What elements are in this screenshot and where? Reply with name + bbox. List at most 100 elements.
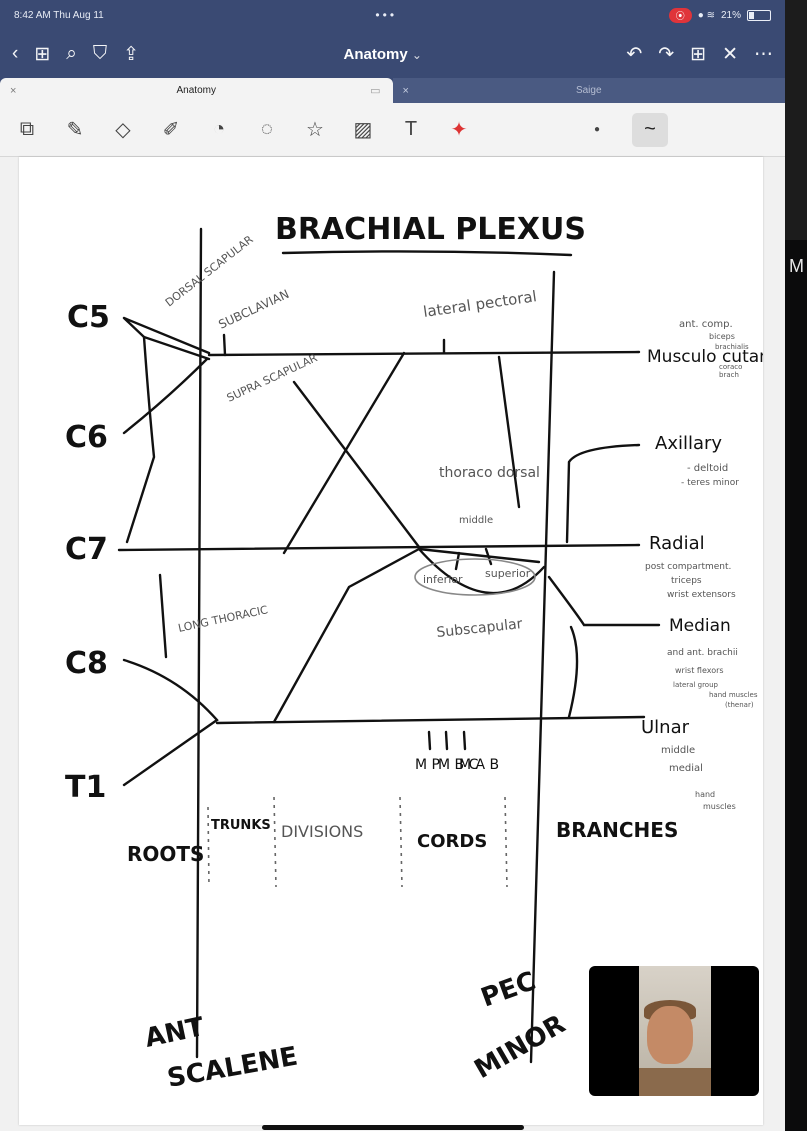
branch-note: coraco	[719, 363, 742, 371]
root-c6: C6	[65, 420, 108, 455]
title-underline	[281, 250, 573, 257]
col-divisions: DIVISIONS	[281, 822, 363, 841]
split-view-icon[interactable]: ▭	[370, 85, 381, 97]
wifi-icon: ● ≋	[697, 9, 715, 21]
redo-icon[interactable]: ↷	[658, 43, 675, 65]
cord-label-2: M B C	[438, 757, 479, 773]
nav-bar: ‹ ⊞ ⌕ ⛉ ⇪ Anatomy ⌄ ↶ ↷ ⊞ ✕ ⋯	[0, 30, 785, 78]
branch-note: medial	[669, 763, 703, 774]
color-dot-icon[interactable]: ●	[593, 124, 601, 135]
trunks-divider	[273, 796, 277, 888]
lower-trunk	[215, 715, 646, 725]
document-title-label: Anatomy	[343, 45, 408, 63]
nerve-dorsal-scapular: DORSAL SCAPULAR	[163, 233, 256, 310]
notebook-page[interactable]: BRACHIAL PLEXUS C5 C6 C7 C8 T1 ROOTS TRU…	[19, 157, 763, 1125]
ipad-screen: 8:42 AM Thu Aug 11 ••• ⦿ ● ≋ 21% ‹ ⊞ ⌕ ⛉…	[0, 0, 785, 1131]
branch-note: lateral group	[673, 681, 719, 689]
branch-note: and ant. brachii	[667, 648, 738, 658]
nerve-thoracodorsal: thoraco dorsal	[439, 465, 540, 481]
branch-note: brachialis	[715, 343, 749, 351]
cord-label-3: M A B	[459, 757, 499, 773]
pec-label: PEC	[477, 966, 540, 1013]
highlighter-icon[interactable]: ✐	[162, 119, 180, 141]
notes-title: BRACHIAL PLEXUS	[275, 212, 586, 247]
document-title[interactable]: Anatomy ⌄	[139, 46, 626, 63]
roots-divider	[207, 806, 210, 888]
divisions-divider	[399, 796, 403, 888]
root-c8: C8	[65, 646, 108, 681]
branch-note: middle	[661, 745, 695, 756]
lasso-icon[interactable]: ◌	[261, 118, 273, 140]
branch-note: post compartment.	[645, 562, 731, 572]
branch-axillary: Axillary	[655, 433, 722, 454]
stroke-width-icon[interactable]: ~	[632, 112, 668, 147]
long-thoracic-line	[158, 573, 168, 659]
subclav-tick	[222, 333, 227, 357]
col-trunks: TRUNKS	[211, 818, 271, 833]
median-line	[547, 575, 661, 627]
tool-bar: ⧉ ✎ ◇ ✐ ◔ ◌ ☆ ▨ T ✦ ● ~	[0, 103, 785, 157]
axillary-line	[565, 443, 641, 544]
tab-label: Anatomy	[176, 85, 216, 96]
branch-note: hand muscles	[709, 691, 758, 699]
close-tab-icon[interactable]: ×	[10, 84, 17, 97]
subscapular-oval	[414, 558, 536, 596]
cord-ticks	[427, 730, 467, 751]
division-5	[417, 547, 546, 595]
side-window-strip: M	[785, 0, 807, 1131]
grid-icon[interactable]: ⊞	[34, 43, 51, 65]
home-indicator[interactable]	[262, 1125, 524, 1130]
text-icon[interactable]: T	[404, 118, 418, 140]
nav-right-group: ↶ ↷ ⊞ ✕ ⋯	[626, 43, 773, 66]
lateral-cord-branch	[497, 355, 521, 509]
battery-label: 21%	[720, 9, 741, 21]
division-4	[417, 547, 541, 564]
multitask-dots-icon[interactable]: •••	[375, 8, 398, 22]
shapes-icon[interactable]: ◔	[212, 118, 226, 140]
branch-median: Median	[669, 616, 731, 636]
branch-note: hand	[695, 790, 715, 799]
col-roots: ROOTS	[127, 842, 204, 866]
chevron-down-icon: ⌄	[411, 47, 422, 62]
search-icon[interactable]: ⌕	[66, 43, 77, 64]
status-right: ⦿ ● ≋ 21%	[668, 7, 771, 23]
back-icon[interactable]: ‹	[12, 43, 19, 64]
screen-record-icon[interactable]: ⦿	[668, 7, 692, 23]
bookmark-icon[interactable]: ⛉	[92, 43, 108, 64]
minor-label: MINOR	[470, 1009, 571, 1085]
subscap-ticks	[454, 547, 493, 571]
eraser-icon[interactable]: ◇	[115, 119, 131, 141]
nerve-long-thoracic: LONG THORACIC	[177, 603, 269, 635]
branch-radial: Radial	[649, 533, 705, 554]
pec-minor-line	[529, 270, 556, 1064]
undo-icon[interactable]: ↶	[626, 43, 643, 65]
close-tab-icon[interactable]: ×	[402, 84, 409, 97]
tab-anatomy[interactable]: × Anatomy ▭	[0, 78, 393, 103]
laser-icon[interactable]: ✦	[450, 119, 468, 141]
cords-divider	[504, 796, 508, 888]
side-window-label: M	[789, 256, 804, 276]
webcam-person-shirt	[639, 1068, 711, 1096]
share-icon[interactable]: ⇪	[123, 43, 140, 65]
nerve-superior: superior	[485, 567, 531, 580]
branch-note: muscles	[703, 802, 736, 811]
close-icon[interactable]: ✕	[722, 43, 738, 65]
nerve-inferior: inferior	[423, 573, 463, 586]
webcam-overlay[interactable]	[589, 966, 759, 1096]
sticker-icon[interactable]: ☆	[306, 119, 324, 141]
branch-note: - teres minor	[681, 478, 739, 488]
add-page-icon[interactable]: ⊞	[690, 43, 707, 65]
pen-icon[interactable]: ✎	[66, 119, 84, 141]
side-window-preview[interactable]	[785, 0, 807, 240]
division-1	[282, 351, 406, 555]
nerve-subscapular: Subscapular	[436, 616, 524, 641]
webcam-person-face	[647, 1006, 693, 1064]
branch-note: wrist extensors	[667, 590, 736, 600]
tab-saige[interactable]: × Saige	[392, 78, 785, 103]
zoom-window-icon[interactable]: ⧉	[19, 118, 35, 140]
nav-left-group: ‹ ⊞ ⌕ ⛉ ⇪	[12, 43, 139, 66]
branch-note: biceps	[709, 332, 735, 341]
more-icon[interactable]: ⋯	[754, 43, 773, 65]
image-icon[interactable]: ▨	[353, 119, 373, 141]
col-cords: CORDS	[417, 831, 487, 852]
